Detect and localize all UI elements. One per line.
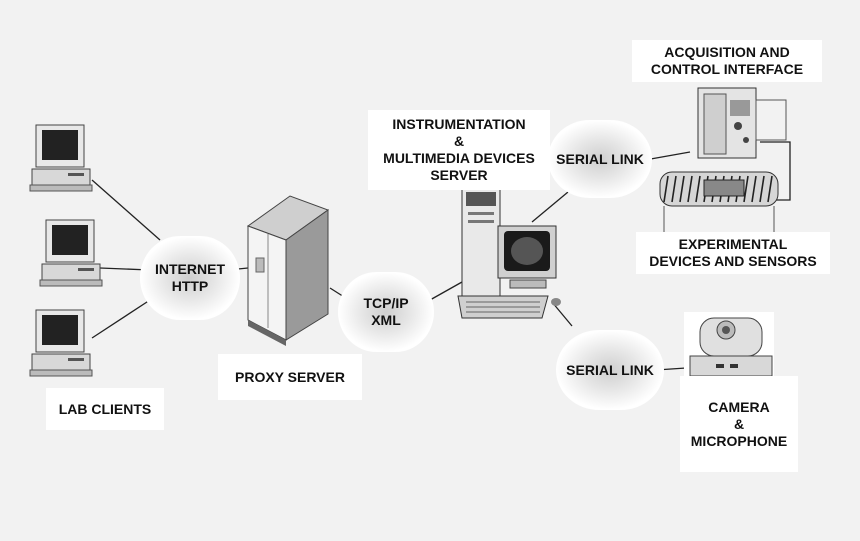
server-tower-icon — [246, 195, 330, 346]
desktop-computer-icon — [39, 219, 103, 287]
instrumentation-server-label: INSTRUMENTATION & MULTIMEDIA DEVICES SER… — [368, 110, 550, 190]
line-client3-internet — [91, 299, 151, 339]
acquisition-interface-label: ACQUISITION AND CONTROL INTERFACE — [632, 40, 822, 82]
tcpip-xml-label: TCP/IP XML — [338, 272, 434, 352]
experimental-devices-label: EXPERIMENTAL DEVICES AND SENSORS — [636, 232, 830, 274]
desktop-computer-icon — [29, 309, 93, 377]
line-client1-internet — [91, 179, 161, 241]
line-seriallink-acquisition — [644, 151, 691, 161]
sensor-coil-icon — [659, 171, 779, 232]
lab-clients-label: LAB CLIENTS — [46, 388, 164, 430]
serial-link-bottom-label: SERIAL LINK — [556, 330, 664, 410]
line-tcpip-server — [429, 281, 463, 301]
line-server-seriallink2 — [551, 301, 573, 327]
serial-link-top-label: SERIAL LINK — [548, 120, 652, 198]
camera-icon — [684, 312, 774, 382]
desktop-computer-icon — [29, 124, 93, 192]
workstation-icon — [457, 185, 561, 319]
acquisition-rack-icon — [697, 87, 787, 159]
camera-microphone-label: CAMERA & MICROPHONE — [680, 376, 798, 472]
internet-http-label: INTERNET HTTP — [140, 236, 240, 320]
line-server-seriallink — [531, 191, 569, 223]
proxy-server-label: PROXY SERVER — [218, 354, 362, 400]
